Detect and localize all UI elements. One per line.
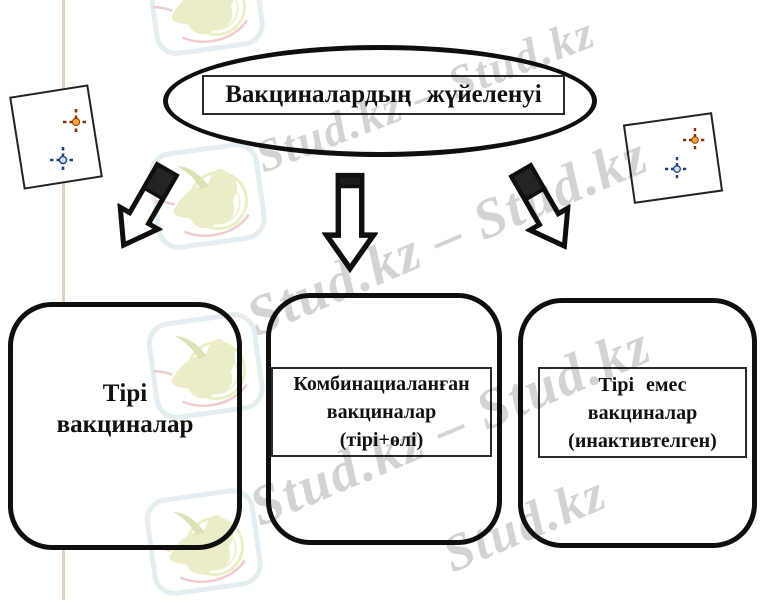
sparkle-orange-icon (63, 109, 89, 135)
diagram-title: Вакциналардың жүйеленуі (225, 81, 542, 108)
down-left-arrow-icon (117, 161, 180, 249)
title-box: Вакциналардың жүйеленуі (202, 75, 565, 115)
down-right-arrow-icon (508, 162, 571, 250)
sparkle-orange-icon (683, 128, 707, 152)
sparkle-blue-icon (50, 147, 76, 173)
node-inactivated-vaccines-label: Тірі емес вакциналар (инактивтелген) (538, 367, 747, 458)
page-margin-rule (62, 0, 65, 600)
down-arrow-icon (322, 172, 378, 273)
sparkle-blue-icon (665, 157, 689, 181)
node-live-vaccines-label: Тірі вакциналар (56, 380, 194, 439)
stud-kz-hummingbird-logo (143, 0, 268, 63)
decorative-paper-top-left (9, 84, 103, 190)
node-combined-vaccines-label: Комбинациаланған вакциналар (тірі+өлі) (271, 367, 492, 457)
